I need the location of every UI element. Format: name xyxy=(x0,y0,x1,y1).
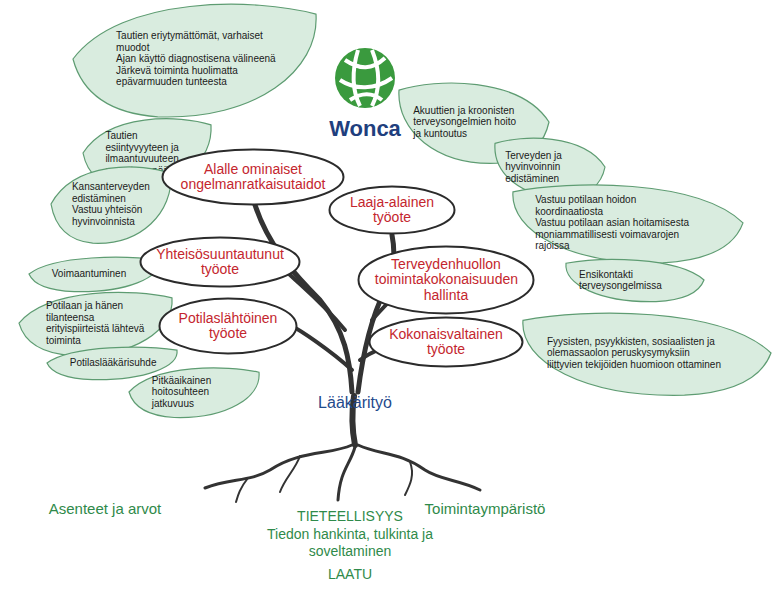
root-label: Asenteet ja arvot xyxy=(20,500,190,518)
leaf-text: Ajan käyttö diagnostisena välineenä xyxy=(116,53,292,65)
leaf-text: Vastuu yhteisön hyvinvoinnista xyxy=(72,204,160,227)
competence-title: Kokonaisvaltainen työote xyxy=(384,327,509,358)
competence-title: Laaja-alainen työote xyxy=(341,195,443,226)
leaf-text: Tautien eriytymättömät, varhaiset muodot xyxy=(116,30,292,53)
text-area: Kansanterveyden edistäminenVastuu yhteis… xyxy=(72,181,160,227)
leaf-text: Potilaslääkärisuhde xyxy=(70,357,165,369)
logo-globe xyxy=(335,48,395,108)
leaf-path xyxy=(523,313,771,395)
ellipse-shape xyxy=(160,299,297,354)
root-label: LAATU xyxy=(300,566,400,583)
text-area: Potilaan ja hänen tilanteensa erityispii… xyxy=(46,300,158,346)
text-area: Kokonaisvaltainen työote xyxy=(384,327,509,358)
leaf-text: Fyysisten, psyykkisten, sosiaalisten ja … xyxy=(547,336,727,371)
root xyxy=(358,445,480,490)
ellipse-shape xyxy=(163,150,344,205)
ellipse-shape xyxy=(141,238,300,287)
leaf-path xyxy=(566,260,704,302)
root xyxy=(405,462,412,495)
logo-lines xyxy=(340,50,392,106)
root xyxy=(236,478,248,502)
root-label: TIETEELLISYYS xyxy=(270,508,430,525)
leaf-text: Vastuu potilaan asian hoitamisesta monia… xyxy=(535,217,702,252)
competence-ellipse: Yhteisösuuntautunut työote xyxy=(139,236,301,288)
text-area: Voimaantuminen xyxy=(52,268,147,280)
leaf-shape: Potilaan ja hänen tilanteensa erityispii… xyxy=(18,290,173,356)
text-area: Tautien eriytymättömät, varhaiset muodot… xyxy=(116,30,292,88)
text-area: Vastuu potilaan hoidon koordinaatiostaVa… xyxy=(535,194,702,252)
leaf-text: Potilaan ja hänen tilanteensa erityispii… xyxy=(46,300,158,346)
leaf-path xyxy=(129,368,259,418)
leaf-shape: Fyysisten, psyykkisten, sosiaalisten ja … xyxy=(522,310,772,396)
text-area: Pitkäaikainen hoitosuhteen jatkuvuus xyxy=(152,375,247,410)
root-label: Toimintaympäristö xyxy=(400,500,570,518)
competence-ellipse: Terveydenhuollon toimintakokonaisuuden h… xyxy=(357,245,535,315)
competence-ellipse: Potilaslähtöinen työote xyxy=(158,297,298,355)
leaf-shape: Pitkäaikainen hoitosuhteen jatkuvuus xyxy=(128,366,260,418)
competence-title: Potilaslähtöinen työote xyxy=(172,311,284,342)
text-area: Yhteisösuuntautunut työote xyxy=(155,247,285,278)
root xyxy=(280,456,300,492)
text-area: Laaja-alainen työote xyxy=(341,195,443,226)
leaf-text: Kansanterveyden edistäminen xyxy=(72,181,160,204)
competence-title: Alalle ominaiset ongelmanratkaisutaidot xyxy=(179,162,326,193)
leaf-path xyxy=(73,4,316,117)
leaf-path xyxy=(513,185,743,263)
competence-ellipse: Kokonaisvaltainen työote xyxy=(368,316,524,368)
leaf-shape: Tautien eriytymättömät, varhaiset muodot… xyxy=(72,0,317,118)
text-area: Ensikontakti terveysongelmissa xyxy=(579,269,680,292)
leaf-text: Järkevä toiminta huolimatta epävarmuuden… xyxy=(116,65,292,88)
wonca-logo xyxy=(335,48,395,108)
text-area: Akuuttien ja kroonisten terveysongelmien… xyxy=(413,105,522,140)
leaf-shape: Kansanterveyden edistäminenVastuu yhteis… xyxy=(50,164,172,244)
leaf-shape: Vastuu potilaan hoidon koordinaatiostaVa… xyxy=(512,182,744,264)
leaf-text: Terveyden ja hyvinvoinnin edistäminen xyxy=(505,150,586,185)
leaf-text: Akuuttien ja kroonisten terveysongelmien… xyxy=(413,105,522,140)
ellipse-shape xyxy=(359,247,534,314)
root xyxy=(205,445,352,488)
leaf-path xyxy=(19,292,172,355)
logo-text: Wonca xyxy=(310,116,420,142)
competence-title: Yhteisösuuntautunut työote xyxy=(155,247,285,278)
leaf-path xyxy=(51,167,171,243)
leaf-text: Pitkäaikainen hoitosuhteen jatkuvuus xyxy=(152,375,247,410)
branch xyxy=(255,205,352,392)
text-area: Terveyden ja hyvinvoinnin edistäminen xyxy=(505,150,586,185)
competence-title: Terveydenhuollon toimintakokonaisuuden h… xyxy=(375,257,517,303)
ellipse-shape xyxy=(330,187,455,234)
leaf-text: Voimaantuminen xyxy=(52,268,147,280)
leaf-shape: Ensikontakti terveysongelmissa xyxy=(565,258,705,302)
ellipse-shape xyxy=(370,318,523,367)
leaf-text: Vastuu potilaan hoidon koordinaatiosta xyxy=(535,194,702,217)
competence-ellipse: Laaja-alainen työote xyxy=(328,185,456,235)
text-area: Potilaslähtöinen työote xyxy=(172,311,284,342)
root-label: Tiedon hankinta, tulkinta ja soveltamine… xyxy=(265,526,435,560)
leaf-text: Ensikontakti terveysongelmissa xyxy=(579,269,680,292)
text-area: Alalle ominaiset ongelmanratkaisutaidot xyxy=(179,162,326,193)
text-area: Fyysisten, psyykkisten, sosiaalisten ja … xyxy=(547,336,727,371)
root xyxy=(338,447,355,500)
trunk-label: Lääkärityö xyxy=(290,393,420,412)
competence-ellipse: Alalle ominaiset ongelmanratkaisutaidot xyxy=(161,148,345,206)
text-area: Terveydenhuollon toimintakokonaisuuden h… xyxy=(375,257,517,303)
text-area: Potilaslääkärisuhde xyxy=(70,357,165,369)
branch xyxy=(290,325,352,370)
